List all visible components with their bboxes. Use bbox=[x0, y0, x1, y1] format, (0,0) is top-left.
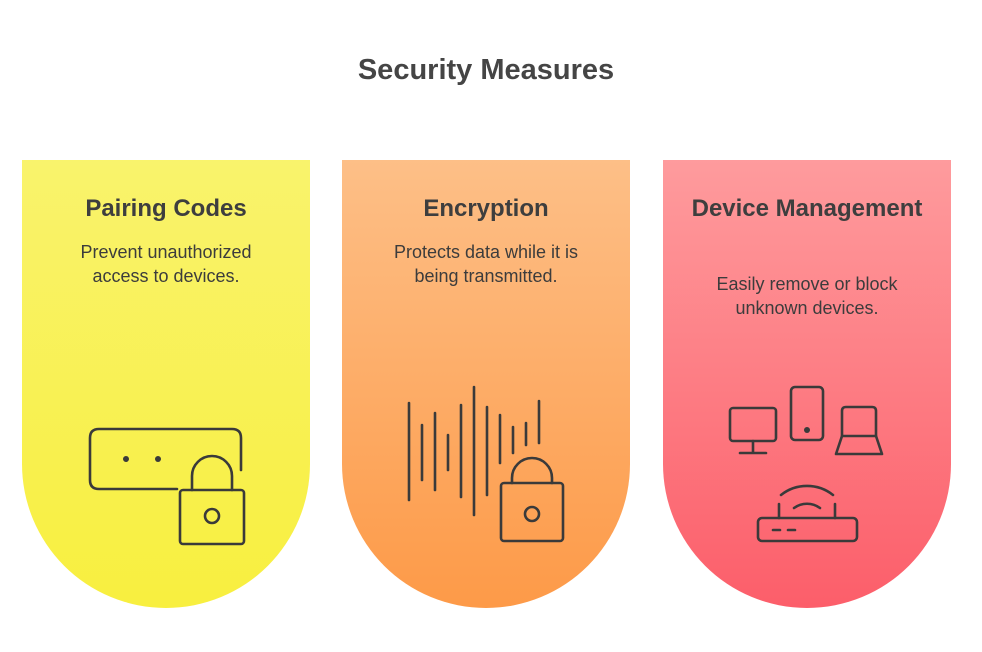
devices-router-icon bbox=[728, 385, 884, 543]
card-device-management: Device Management Easily remove or block… bbox=[663, 160, 951, 608]
card-heading: Device Management bbox=[691, 195, 923, 222]
card-heading: Pairing Codes bbox=[85, 195, 247, 222]
card-description: Easily remove or block unknown devices. bbox=[716, 274, 898, 318]
card-pairing-codes: Pairing Codes Prevent unauthorized acces… bbox=[22, 160, 310, 608]
card-heading: Encryption bbox=[423, 195, 549, 222]
pairing-code-lock-icon bbox=[88, 427, 246, 546]
card-description: Prevent unauthorized access to devices. bbox=[80, 242, 252, 286]
card-encryption: Encryption Protects data while it is bei… bbox=[342, 160, 630, 608]
soundwave-lock-icon bbox=[407, 385, 565, 543]
diagram-title: Security Measures bbox=[357, 54, 615, 86]
card-description: Protects data while it is being transmit… bbox=[393, 242, 579, 286]
